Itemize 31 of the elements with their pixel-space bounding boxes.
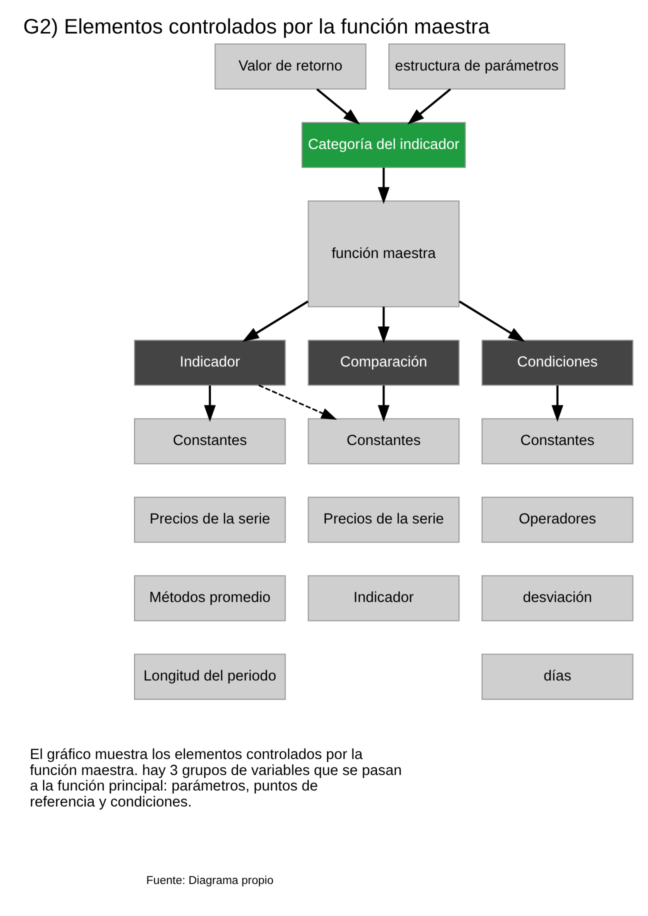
arrow xyxy=(458,300,526,342)
node-box: Indicador xyxy=(134,340,286,386)
node-box: desviación xyxy=(482,575,634,622)
label: Fuente: Diagrama propio xyxy=(146,874,274,887)
node-box: Categoría del indicador xyxy=(302,122,466,168)
arrow xyxy=(258,384,338,420)
arrow xyxy=(316,88,360,124)
node-box: Constantes xyxy=(134,418,286,464)
node-box: Longitud del periodo xyxy=(134,654,286,700)
node-box: Operadores xyxy=(482,496,634,543)
node-box: Precios de la serie xyxy=(308,496,460,543)
node-box: Condiciones xyxy=(482,340,634,386)
node-box: Indicador xyxy=(308,575,460,622)
diagram-title: G2) Elementos controlados por la función maestra xyxy=(23,16,490,39)
arrow xyxy=(378,306,390,344)
arrow xyxy=(378,168,390,204)
node-box: Comparación xyxy=(308,340,460,386)
node-box: estructura de parámetros xyxy=(388,43,566,90)
node-box: Precios de la serie xyxy=(134,496,286,543)
node-box: días xyxy=(482,654,634,700)
node-box: Métodos promedio xyxy=(134,575,286,622)
arrow xyxy=(204,385,216,422)
arrow xyxy=(242,300,308,342)
arrow xyxy=(378,385,390,422)
arrow xyxy=(407,88,452,124)
node-box: función maestra xyxy=(308,200,460,308)
arrow xyxy=(552,385,564,422)
node-box: Constantes xyxy=(308,418,460,464)
caption: El gráfico muestra los elementos controlados por la función maestra. hay 3 grupos de variables que se pasan a la función principal: parámetros, puntos de referencia y condiciones. xyxy=(30,747,402,810)
node-box: Constantes xyxy=(482,418,634,464)
node-box: Valor de retorno xyxy=(214,43,366,90)
